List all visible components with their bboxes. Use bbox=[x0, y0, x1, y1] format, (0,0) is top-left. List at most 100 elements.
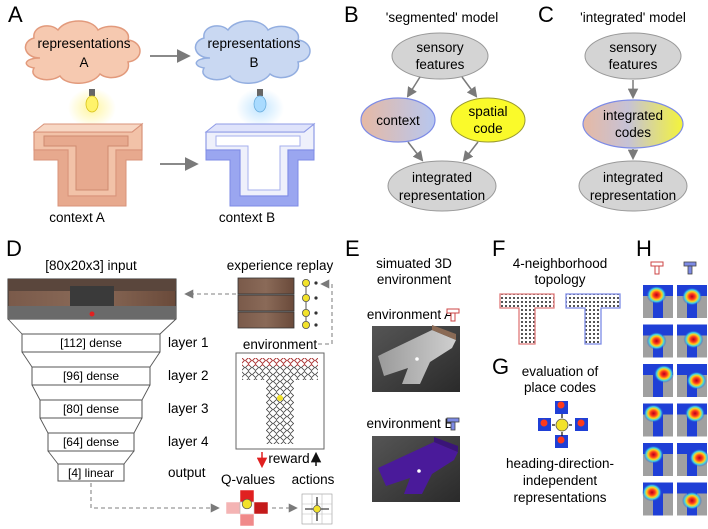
heatmap-mask bbox=[663, 414, 673, 437]
heatmap-mask bbox=[677, 414, 687, 437]
cloud-b-line1: representations bbox=[207, 36, 300, 51]
heatmap-mask bbox=[643, 414, 653, 437]
heatmap-mask bbox=[677, 296, 687, 318]
layer-box-label: [96] dense bbox=[63, 369, 119, 383]
heatmap-hotspot bbox=[642, 483, 662, 502]
layer-box bbox=[57, 463, 125, 482]
layer-name: layer 1 bbox=[168, 335, 209, 350]
panel-letter-h: H bbox=[636, 236, 652, 261]
node-context bbox=[360, 97, 436, 143]
network-funnel bbox=[7, 318, 177, 465]
node-integrated-representation bbox=[387, 160, 497, 212]
panel-g: G evaluation of place codes heading-dire… bbox=[492, 354, 614, 505]
actions-icon bbox=[301, 493, 333, 525]
panel-letter-a: A bbox=[8, 2, 23, 27]
heatmap-mask bbox=[643, 493, 653, 516]
layer-box bbox=[39, 399, 143, 419]
arrow-down-icon bbox=[406, 76, 421, 98]
heatmap-hotspot bbox=[654, 364, 674, 383]
node-integrated-line1: integrated bbox=[412, 170, 472, 185]
layer-box bbox=[31, 366, 151, 386]
context-a-label: context A bbox=[49, 210, 105, 225]
environment-b-render bbox=[372, 436, 460, 502]
node-context-label: context bbox=[376, 113, 420, 128]
node-integrated-representation bbox=[578, 160, 688, 212]
layer-name: output bbox=[168, 465, 206, 480]
node-spatial-line2: code bbox=[473, 121, 502, 136]
node-spatial-line1: spatial bbox=[468, 104, 507, 119]
heatmap-mask bbox=[643, 454, 653, 476]
arrow-down-icon bbox=[462, 141, 479, 162]
heatmap-mask bbox=[677, 493, 687, 516]
panel-e-title-line1: simuated 3D bbox=[376, 256, 452, 271]
node-sensory-features bbox=[584, 32, 682, 80]
env-b-label: environment B bbox=[366, 416, 453, 431]
heatmap-hotspot bbox=[643, 404, 664, 423]
node-sensory-line1: sensory bbox=[416, 40, 464, 55]
heatmap-mask bbox=[663, 454, 673, 476]
heatmap-mask bbox=[677, 454, 687, 476]
layer-box bbox=[21, 333, 161, 353]
experience-replay-label: experience replay bbox=[227, 258, 334, 273]
panel-letter-f: F bbox=[492, 236, 505, 261]
input-image bbox=[7, 278, 177, 320]
arrow-down-icon bbox=[407, 141, 424, 162]
panel-letter-d: D bbox=[6, 236, 22, 261]
heatmap-mask bbox=[663, 335, 673, 358]
panel-f-title-line2: topology bbox=[534, 272, 585, 287]
heatmap-mask bbox=[697, 414, 707, 437]
heatmap-hotspot bbox=[683, 330, 704, 349]
node-integrated-line2: representation bbox=[399, 188, 485, 203]
node-sensory-line2: features bbox=[416, 57, 465, 72]
heatmap-hotspot bbox=[682, 287, 702, 306]
heatmap-mask bbox=[643, 375, 653, 397]
topology-grid-a bbox=[499, 293, 555, 345]
layer-box-label: [112] dense bbox=[60, 336, 122, 350]
input-label: [80x20x3] input bbox=[45, 258, 137, 273]
heatmap-mask bbox=[697, 296, 707, 318]
layer-name: layer 3 bbox=[168, 401, 209, 416]
arrow-down-icon bbox=[461, 76, 478, 98]
heatmap-hotspot bbox=[685, 404, 705, 423]
panel-c-title: 'integrated' model bbox=[580, 10, 686, 25]
heatmap-hotspot bbox=[689, 448, 708, 467]
bulb-icon bbox=[236, 88, 284, 128]
heatmap-hotspot bbox=[646, 285, 667, 304]
layer-box-label: [64] dense bbox=[63, 435, 119, 449]
panel-b-title: 'segmented' model bbox=[386, 10, 498, 25]
layer-box-label: [80] dense bbox=[63, 402, 119, 416]
place-code-evaluation bbox=[538, 401, 588, 448]
panel-b: B 'segmented' model sensory features con… bbox=[344, 2, 526, 212]
heatmap-mask bbox=[663, 493, 673, 516]
layer-box-label: [4] linear bbox=[68, 466, 114, 480]
environment-label: environment bbox=[243, 337, 318, 352]
t-maze-icon bbox=[32, 122, 144, 207]
replay-frames bbox=[237, 277, 318, 329]
t-maze-icon bbox=[650, 261, 664, 275]
layer-box bbox=[47, 432, 135, 452]
cloud-a-line1: representations bbox=[37, 36, 130, 51]
heatmap-hotspot bbox=[643, 445, 664, 464]
panel-c: C 'integrated' model sensory features in… bbox=[538, 2, 688, 212]
arrow-dashed bbox=[318, 279, 333, 345]
panel-letter-b: B bbox=[344, 2, 359, 27]
reward-label: reward bbox=[268, 451, 309, 466]
layer-name: layer 4 bbox=[168, 434, 209, 449]
heatmap-mask bbox=[697, 493, 707, 516]
place-field-maps bbox=[642, 285, 708, 516]
t-maze-icon bbox=[446, 417, 460, 431]
arrow-dashed bbox=[90, 483, 220, 513]
panel-letter-g: G bbox=[492, 354, 509, 379]
panel-f: F 4-neighborhood topology bbox=[492, 236, 621, 345]
heatmap-mask bbox=[663, 296, 673, 318]
environment-grid bbox=[242, 358, 318, 444]
panel-g-sub-line1: heading-direction- bbox=[506, 456, 614, 471]
panel-g-title-line2: place codes bbox=[524, 380, 596, 395]
node-integrated-line2: representation bbox=[590, 188, 676, 203]
env-a-label: environment A bbox=[367, 307, 453, 322]
heatmap-mask bbox=[643, 335, 653, 358]
heatmap-mask bbox=[677, 335, 687, 358]
panel-a: A representations A representations B bbox=[8, 2, 316, 225]
panel-letter-e: E bbox=[345, 236, 360, 261]
layer-stack: [112] dense layer 1 [96] dense layer 2 [… bbox=[21, 333, 209, 482]
